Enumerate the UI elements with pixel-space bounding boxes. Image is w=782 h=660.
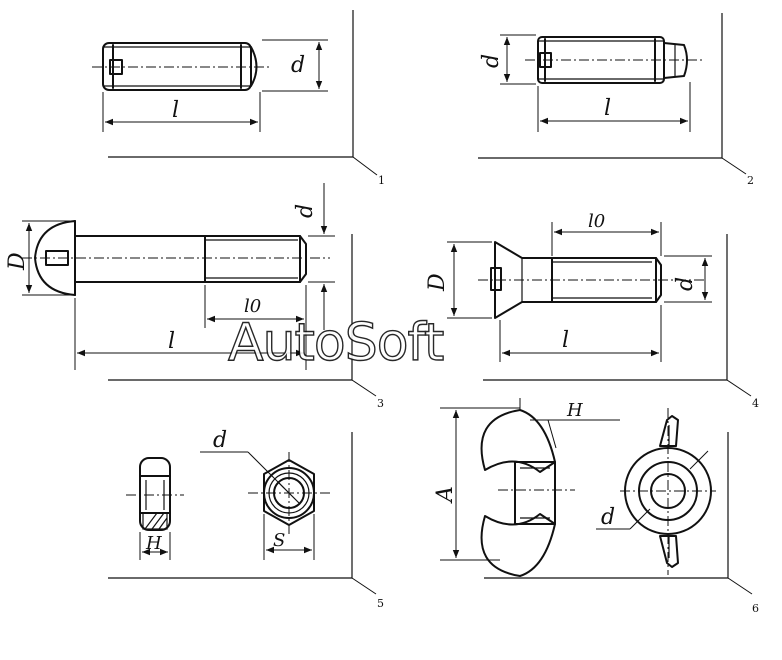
figure-2-dog-point-screw: d l 2 [478, 13, 754, 187]
fig3-label-d: d [293, 204, 318, 218]
fig4-number: 4 [752, 397, 759, 410]
fig2-label-d: d [479, 54, 504, 68]
fig5-number: 5 [377, 597, 384, 610]
fig6-number: 6 [752, 602, 759, 615]
figure-5-hex-nut: H d S 5 [108, 428, 384, 610]
fig2-number: 2 [747, 174, 754, 187]
fig5-label-S: S [273, 530, 285, 551]
fig4-label-l: l [562, 328, 569, 353]
fig6-label-A: A [433, 486, 458, 504]
fig6-label-d: d [601, 505, 615, 530]
fig3-label-l0: l0 [244, 296, 261, 317]
fig4-label-d: d [673, 277, 698, 291]
fig5-label-H: H [145, 533, 162, 554]
fig6-label-H: H [566, 400, 583, 421]
figure-3-round-head-screw: D d l0 l 3 [5, 183, 384, 410]
fig1-number: 1 [378, 174, 385, 187]
fig1-label-l: l [172, 98, 179, 123]
figure-1-set-screw: d l 1 [92, 10, 385, 187]
fig1-label-d: d [291, 53, 305, 78]
figure-6-wing-nut: A H d 6 [433, 398, 759, 615]
fig5-label-d: d [213, 428, 227, 453]
fig2-label-l: l [604, 96, 611, 121]
fig4-label-l0: l0 [588, 211, 605, 232]
fig3-number: 3 [377, 397, 384, 410]
watermark-logo: AutoSoft [228, 313, 444, 373]
figure-4-countersunk-screw: D d l0 l 4 [425, 211, 759, 410]
fig3-label-l: l [168, 329, 175, 354]
fig3-label-D: D [5, 252, 30, 271]
fig4-label-D: D [425, 273, 450, 292]
